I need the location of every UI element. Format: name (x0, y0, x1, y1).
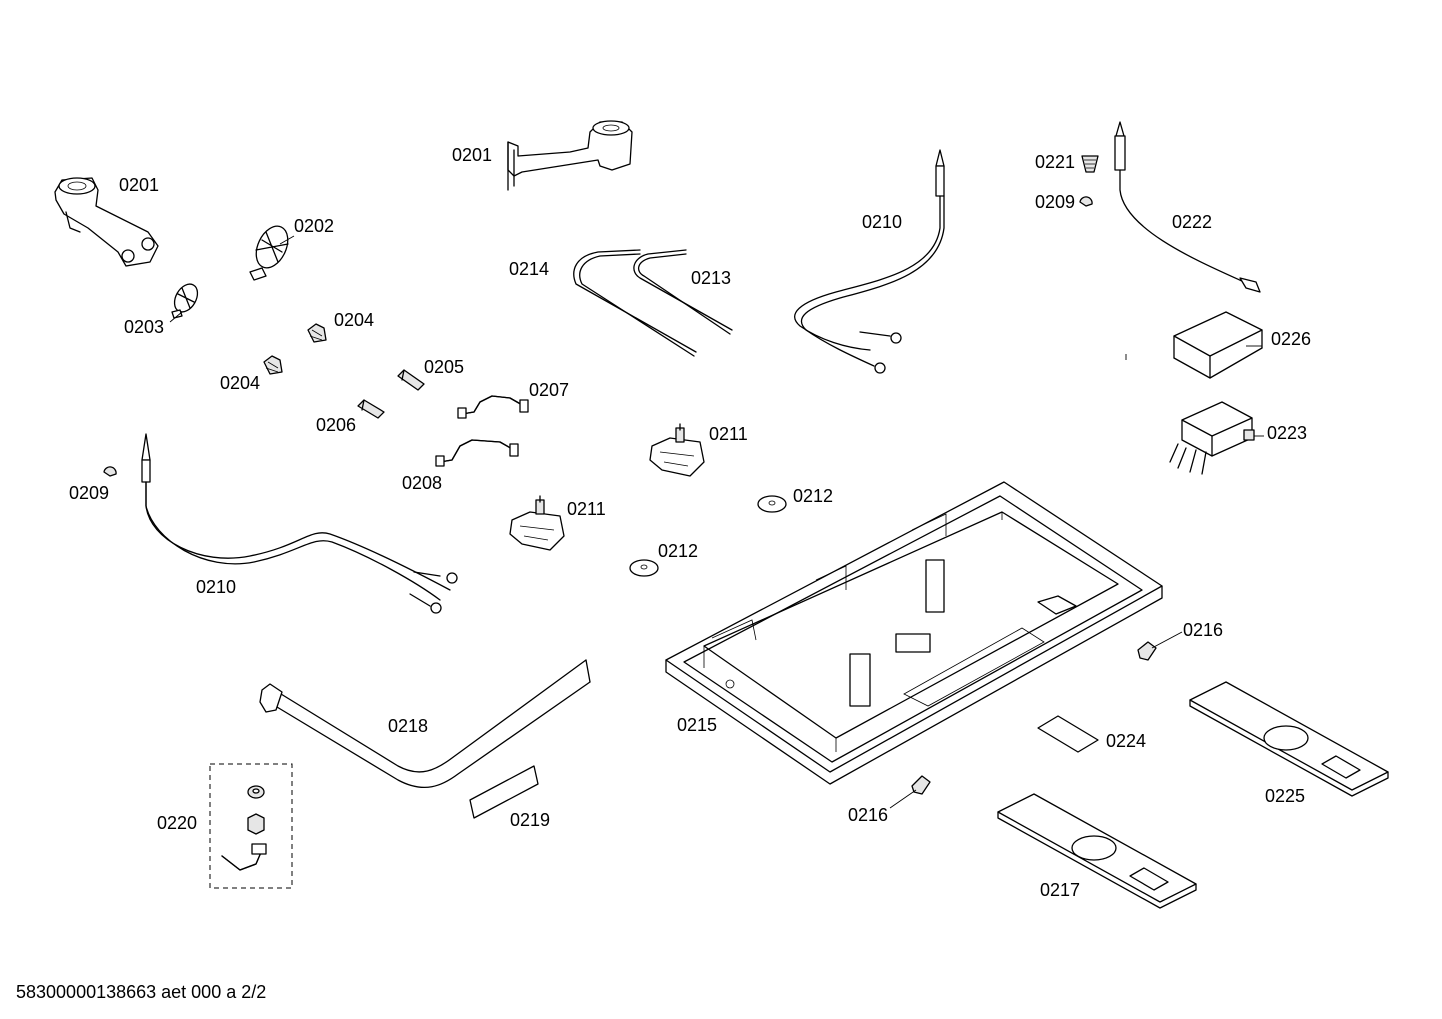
part-0201-burner-top (507, 120, 633, 191)
label-0226: 0226 (1271, 329, 1311, 349)
label-0213: 0213 (691, 268, 731, 288)
label-0201-a: 0201 (119, 175, 159, 195)
label-0215: 0215 (677, 715, 717, 735)
label-0212-a: 0212 (793, 486, 833, 506)
part-0218-gas-pipe (259, 659, 591, 788)
part-0210-thermocouple-right (794, 149, 945, 374)
part-0210-thermocouple-left (141, 433, 458, 614)
part-0205-fitting (397, 369, 425, 391)
part-0209-clip-right (1079, 196, 1093, 207)
label-0203: 0203 (124, 317, 164, 337)
part-0211-valve-bottom (509, 495, 565, 551)
leader-lines (169, 235, 1264, 809)
label-0211-b: 0211 (567, 499, 606, 519)
label-0218: 0218 (388, 716, 428, 736)
part-0224-plate (1037, 715, 1099, 753)
part-0211-valve-top (649, 423, 705, 477)
label-0202: 0202 (294, 216, 334, 236)
label-0204-a: 0204 (334, 310, 374, 330)
label-0223: 0223 (1267, 423, 1307, 443)
part-0217-plate (997, 793, 1197, 909)
label-0225: 0225 (1265, 786, 1305, 806)
part-0216-bracket-bottom (911, 775, 931, 795)
label-0217: 0217 (1040, 880, 1080, 900)
part-0201-burner-left (54, 177, 159, 267)
label-0211-a: 0211 (709, 424, 748, 444)
part-0220-connector-kit (209, 763, 293, 889)
label-0204-b: 0204 (220, 373, 260, 393)
part-0204-injector-a (307, 323, 327, 343)
label-0212-b: 0212 (658, 541, 698, 561)
part-0226-cover (1173, 311, 1263, 379)
part-0222-electrode (1114, 121, 1261, 293)
label-0219: 0219 (510, 810, 550, 830)
label-0222: 0222 (1172, 212, 1212, 232)
label-0208: 0208 (402, 473, 442, 493)
label-0221: 0221 (1035, 152, 1075, 172)
part-0213-tube (633, 249, 733, 335)
label-0201-b: 0201 (452, 145, 492, 165)
part-0204-injector-b (263, 355, 283, 375)
label-0216-a: 0216 (1183, 620, 1223, 640)
label-0210-b: 0210 (862, 212, 902, 232)
label-0206: 0206 (316, 415, 356, 435)
part-0212-washer-top (757, 495, 787, 513)
part-0206-fitting (357, 399, 385, 419)
label-0214: 0214 (509, 259, 549, 279)
part-0203-cap (171, 283, 199, 319)
part-0215-tray (665, 481, 1163, 785)
part-0208-pipe (435, 439, 519, 467)
part-0202-cap (249, 225, 289, 281)
part-0212-washer-bottom (629, 559, 659, 577)
label-0220: 0220 (157, 813, 197, 833)
label-0210-a: 0210 (196, 577, 236, 597)
part-0225-plate (1189, 681, 1389, 797)
part-0221-cap (1081, 155, 1099, 173)
label-0209-b: 0209 (1035, 192, 1075, 212)
part-0207-pipe (457, 395, 529, 419)
label-0224: 0224 (1106, 731, 1146, 751)
label-0216-b: 0216 (848, 805, 888, 825)
part-0216-bracket-right (1137, 641, 1157, 661)
part-0214-tube (573, 249, 697, 357)
drawing-id-footer: 58300000138663 aet 000 a 2/2 (16, 982, 266, 1002)
part-0219-strip (469, 765, 539, 819)
label-0209-a: 0209 (69, 483, 109, 503)
label-0205: 0205 (424, 357, 464, 377)
label-0207: 0207 (529, 380, 569, 400)
part-0223-module (1169, 401, 1255, 475)
part-0209-clip-left (103, 466, 117, 477)
